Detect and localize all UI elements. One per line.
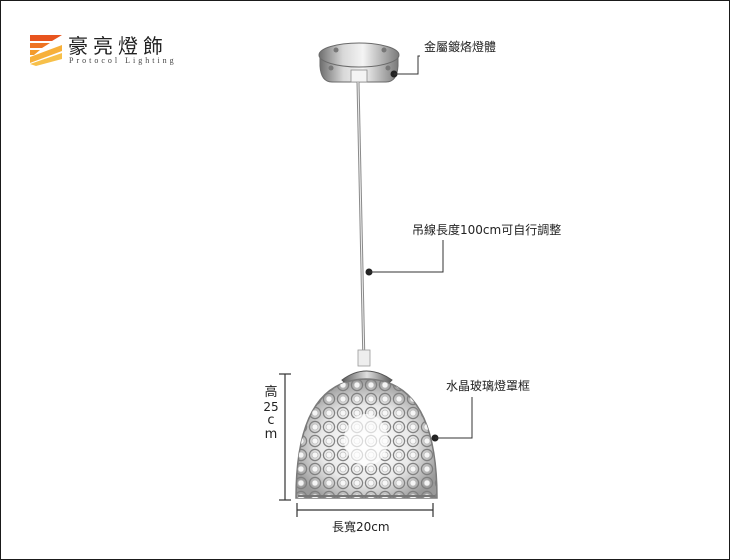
canopy-callout: 金屬鍍烙燈體	[424, 40, 497, 54]
height-label-part: 高	[264, 385, 278, 400]
ceiling-canopy	[318, 42, 400, 83]
callout-leaders	[365, 55, 473, 442]
width-dimension-line	[296, 503, 434, 517]
height-label-part: m	[264, 427, 278, 442]
shade-callout: 水晶玻璃燈罩框	[446, 379, 531, 393]
height-label-part: c	[267, 413, 275, 428]
crystal-shade	[295, 370, 438, 499]
height-label-part: 25	[263, 400, 279, 414]
suspension-cord	[356, 81, 371, 367]
height-dimension-line	[279, 373, 291, 501]
cord-callout: 吊線長度100cm可自行調整	[412, 223, 562, 237]
width-label: 長寬20cm	[332, 520, 390, 534]
brand-subtitle: Protocol Lighting	[69, 56, 177, 65]
height-label: 高 25 c m	[263, 386, 279, 442]
brand-name: 豪亮燈飾	[68, 34, 168, 58]
brand-logo: 豪亮燈飾 Protocol Lighting	[28, 31, 188, 71]
brand-stripes-icon	[30, 35, 62, 66]
